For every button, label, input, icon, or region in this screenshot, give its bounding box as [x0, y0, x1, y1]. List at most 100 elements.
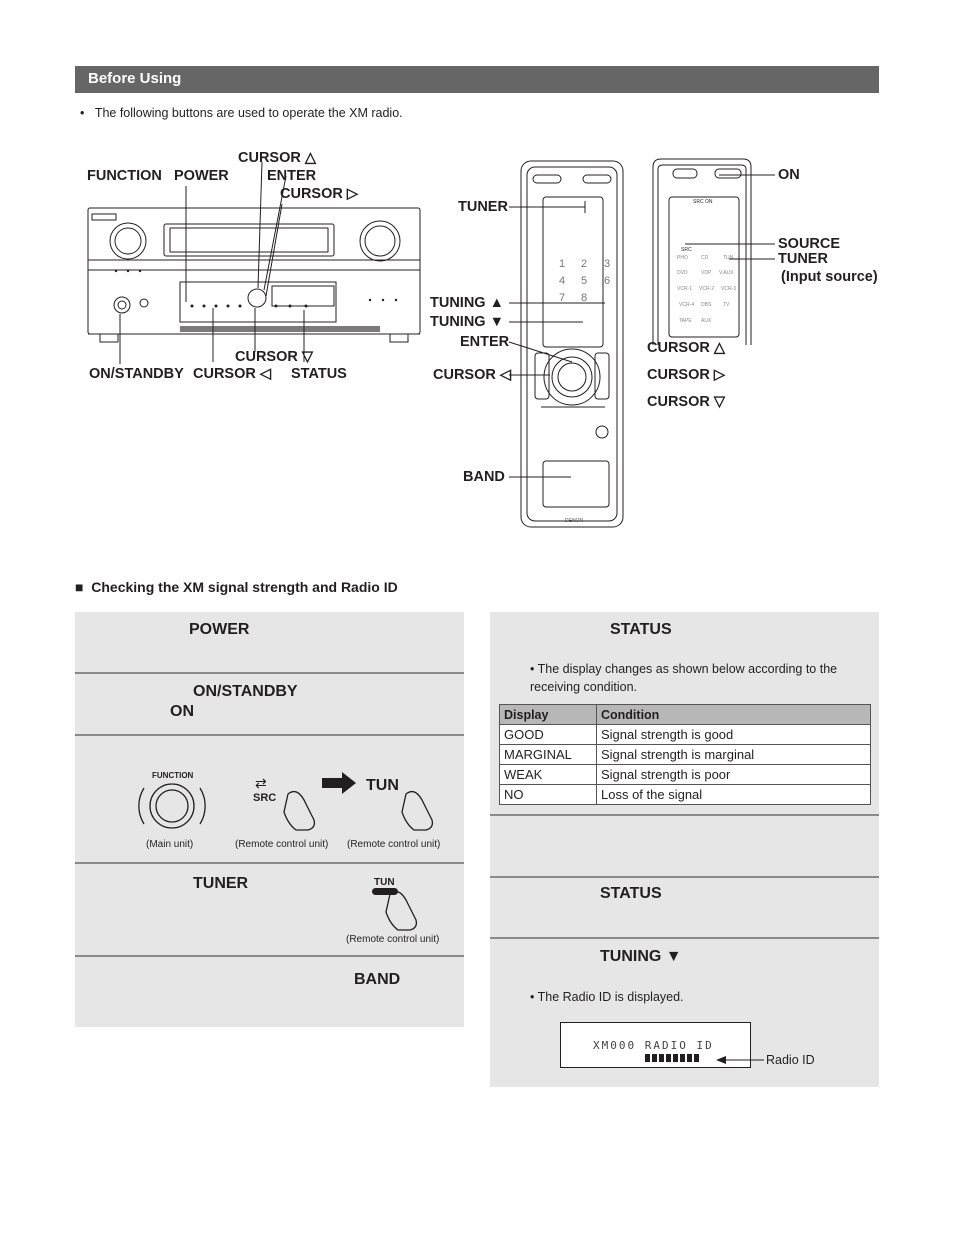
label-power: POWER: [174, 168, 229, 184]
remote-label-source: SOURCE: [778, 236, 841, 252]
srckey-9: VCR-4: [679, 302, 694, 308]
step6-status-key: STATUS: [610, 621, 672, 638]
table-row: GOOD Signal strength is good: [499, 724, 871, 745]
src-arrows-icon: ⇄: [255, 775, 267, 791]
step5-band-key: BAND: [354, 971, 401, 988]
label-cursor-up: CURSOR △: [238, 150, 317, 166]
step8-status-key: STATUS: [600, 885, 662, 902]
subheading: ■ Checking the XM signal strength and Ra…: [75, 579, 398, 595]
remote-label-tuning-up: TUNING ▲: [430, 295, 504, 311]
section-title: Before Using: [88, 70, 182, 87]
table-cell-display: MARGINAL: [499, 744, 597, 765]
step2-on-standby-key: ON/STANDBY: [193, 683, 298, 700]
label-status: STATUS: [291, 366, 347, 382]
step-separator: [75, 955, 464, 957]
remote-key-2: 2: [581, 258, 587, 270]
step4-tuner-key: TUNER: [193, 875, 249, 892]
remote-key-3: 3: [604, 258, 610, 270]
remote-label-tuner: TUNER: [458, 199, 508, 215]
subheading-marker: ■: [75, 579, 84, 595]
src-button-label: SRC: [253, 792, 276, 804]
srckey-4: VDP: [701, 270, 712, 276]
display-text: XM000 RADIO ID: [593, 1039, 714, 1052]
step6-note: • The display changes as shown below acc…: [530, 662, 838, 694]
table-cell-condition: Signal strength is good: [596, 724, 871, 745]
srckey-13: AUX: [701, 318, 712, 324]
label-cursor-right: CURSOR ▷: [280, 186, 359, 202]
label-cursor-left: CURSOR ◁: [193, 366, 272, 382]
step4-tun-icon: TUN: [372, 877, 418, 931]
caption-main-unit: (Main unit): [146, 839, 194, 850]
radio-id-digits: [645, 1054, 699, 1062]
srckey-12: TAPE: [679, 318, 692, 324]
left-steps-panel: [75, 612, 464, 1027]
srckey-0: PHO: [677, 255, 688, 261]
step-separator: [75, 672, 464, 674]
intro-bullet: •: [80, 106, 85, 120]
srckey-10: DBS: [701, 302, 712, 308]
tun-button-label: TUN: [366, 777, 399, 794]
step9-note: • The Radio ID is displayed.: [530, 990, 684, 1004]
table-cell-condition: Loss of the signal: [596, 784, 871, 805]
step4-tun-label: TUN: [374, 877, 395, 888]
step3-icons: FUNCTION SRC ⇄ TUN: [138, 771, 434, 831]
signal-condition-table: Display Condition GOOD Signal strength i…: [499, 704, 871, 805]
callout-arrow: [716, 1056, 764, 1064]
table-header-condition: Condition: [596, 704, 871, 725]
caption-remote-2: (Remote control unit): [347, 839, 441, 850]
remote-label-tuning-down: TUNING ▼: [430, 314, 504, 330]
srckey-6: VCR-1: [677, 286, 692, 292]
step-separator: [75, 862, 464, 864]
intro-text: • The following buttons are used to oper…: [80, 106, 403, 120]
srckey-1: CD: [701, 255, 709, 261]
table-row: MARGINAL Signal strength is marginal: [499, 744, 871, 765]
src-on-text: SRC ON: [693, 199, 713, 205]
table-cell-display: NO: [499, 784, 597, 805]
remote-label-on: ON: [778, 167, 800, 183]
step-separator: [490, 876, 879, 878]
remote-label-enter: ENTER: [460, 334, 510, 350]
step-separator: [490, 937, 879, 939]
table-cell-display: WEAK: [499, 764, 597, 785]
remote-label-cursor-up: CURSOR △: [647, 340, 726, 356]
remote-label-cursor-right: CURSOR ▷: [647, 367, 726, 383]
remote-key-7: 7: [559, 292, 565, 304]
caption-remote-3: (Remote control unit): [346, 934, 440, 945]
remote-brand: DENON: [565, 518, 583, 524]
remote-label-cursor-down: CURSOR ▽: [647, 394, 726, 410]
remote-label-tuner-source: TUNER: [778, 251, 828, 267]
remote-src-text: SRC: [681, 247, 692, 253]
srckey-7: VCR-2: [699, 286, 714, 292]
remote-label-cursor-left: CURSOR ◁: [433, 367, 512, 383]
label-enter: ENTER: [267, 168, 317, 184]
main-unit-illustration: [87, 161, 421, 364]
remote-label-input-source: (Input source): [781, 269, 878, 285]
srckey-2: TUN: [723, 255, 734, 261]
srckey-3: DVD: [677, 270, 688, 276]
subheading-text: Checking the XM signal strength and Radi…: [91, 579, 398, 595]
label-cursor-down: CURSOR ▽: [235, 349, 314, 365]
step9-tuning-down-key: TUNING ▼: [600, 948, 682, 965]
step2-on-key: ON: [170, 703, 194, 720]
table-cell-display: GOOD: [499, 724, 597, 745]
label-function: FUNCTION: [87, 168, 162, 184]
remote-key-4: 4: [559, 275, 565, 287]
radio-id-callout: Radio ID: [766, 1053, 815, 1067]
remote-key-8: 8: [581, 292, 587, 304]
step-separator: [75, 734, 464, 736]
table-header-display: Display: [499, 704, 597, 725]
srckey-5: V.AUX: [719, 270, 734, 276]
remote-top-illustration: PHO CD TUN DVD VDP V.AUX VCR-1 VCR-2 VCR…: [652, 158, 775, 345]
intro-sentence: The following buttons are used to operat…: [94, 106, 403, 120]
section-header-bar: Before Using: [75, 66, 879, 93]
label-on-standby: ON/STANDBY: [89, 366, 184, 382]
remote-key-6: 6: [604, 275, 610, 287]
right-steps-panel: [490, 612, 879, 1087]
step-separator: [490, 814, 879, 816]
step1-power-key: POWER: [189, 621, 250, 638]
table-row: WEAK Signal strength is poor: [499, 764, 871, 785]
caption-remote-1: (Remote control unit): [235, 839, 329, 850]
srckey-8: VCR-3: [721, 286, 736, 292]
remote-key-5: 5: [581, 275, 587, 287]
table-row: NO Loss of the signal: [499, 784, 871, 805]
